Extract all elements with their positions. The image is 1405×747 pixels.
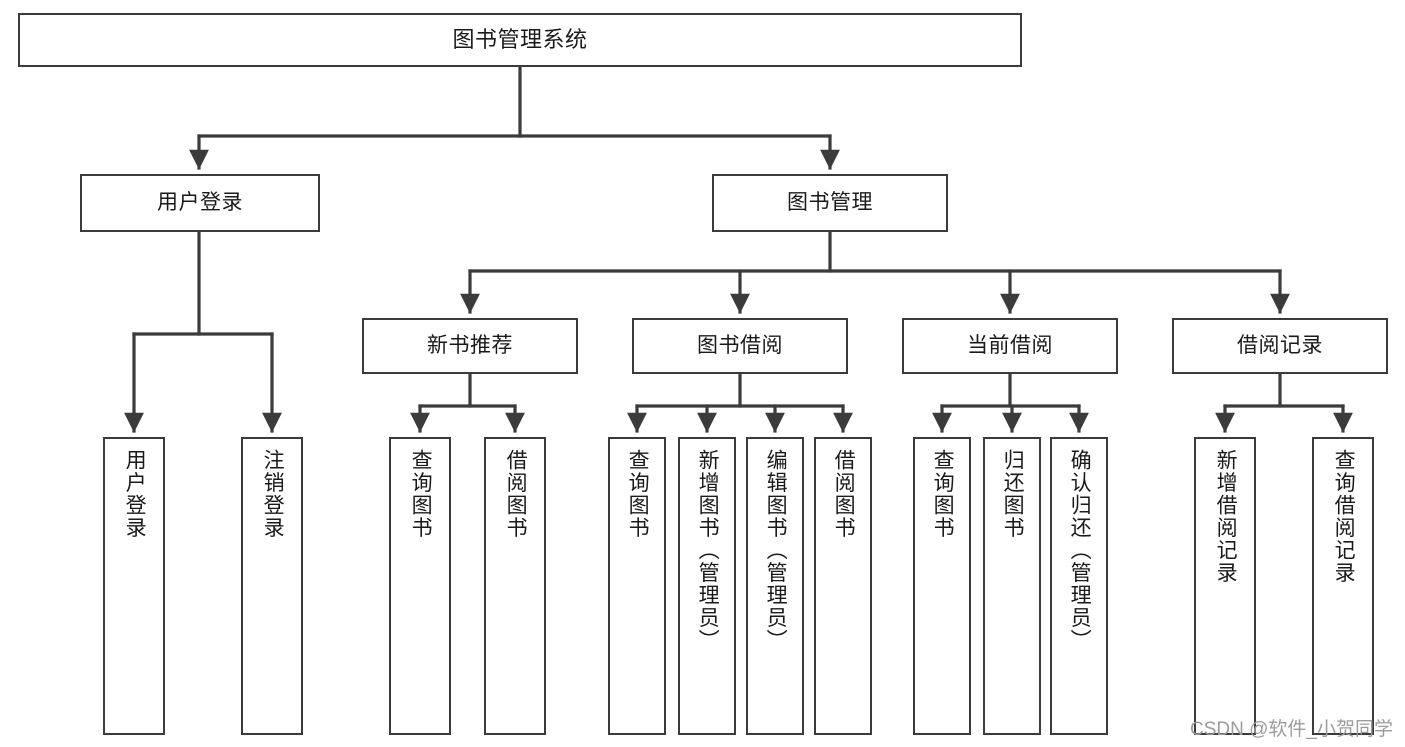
- leaf-logout[interactable]: 注销登录: [241, 437, 303, 735]
- leaf-query-book-current[interactable]: 查询图书: [913, 437, 971, 735]
- leaf-user-login[interactable]: 用户登录: [103, 437, 165, 735]
- leaf-confirm-return-admin-label: 确认归还（管理员）: [1068, 449, 1092, 652]
- leaf-query-borrow-record[interactable]: 查询借阅记录: [1312, 437, 1374, 735]
- csdn-watermark: CSDN @软件_小贺同学: [1190, 719, 1393, 740]
- node-book-borrow[interactable]: 图书借阅: [632, 318, 848, 374]
- leaf-add-book-admin[interactable]: 新增图书（管理员）: [678, 437, 736, 735]
- node-current-borrow-label: 当前借阅: [967, 333, 1053, 357]
- node-user-login[interactable]: 用户登录: [80, 174, 320, 232]
- leaf-add-borrow-record[interactable]: 新增借阅记录: [1194, 437, 1256, 735]
- node-new-book-recommend[interactable]: 新书推荐: [362, 318, 578, 374]
- node-new-book-recommend-label: 新书推荐: [427, 333, 513, 357]
- leaf-confirm-return-admin[interactable]: 确认归还（管理员）: [1050, 437, 1108, 735]
- leaf-add-borrow-record-label: 新增借阅记录: [1214, 449, 1238, 584]
- leaf-return-book-label: 归还图书: [1001, 449, 1025, 539]
- leaf-borrow-book[interactable]: 借阅图书: [814, 437, 872, 735]
- node-borrow-records[interactable]: 借阅记录: [1172, 318, 1388, 374]
- leaf-add-book-admin-label: 新增图书（管理员）: [696, 449, 720, 652]
- node-root-label: 图书管理系统: [452, 27, 588, 53]
- node-current-borrow[interactable]: 当前借阅: [902, 318, 1118, 374]
- leaf-query-borrow-record-label: 查询借阅记录: [1332, 449, 1356, 584]
- leaf-borrow-book-newbook-label: 借阅图书: [504, 449, 528, 539]
- leaf-return-book[interactable]: 归还图书: [983, 437, 1041, 735]
- node-book-management[interactable]: 图书管理: [712, 174, 948, 232]
- leaf-edit-book-admin-label: 编辑图书（管理员）: [764, 449, 788, 652]
- leaf-user-login-label: 用户登录: [123, 449, 147, 539]
- node-root[interactable]: 图书管理系统: [18, 13, 1022, 67]
- leaf-borrow-book-newbook[interactable]: 借阅图书: [484, 437, 546, 735]
- leaf-logout-label: 注销登录: [261, 449, 285, 539]
- leaf-query-book-current-label: 查询图书: [931, 449, 955, 539]
- leaf-query-book-newbook[interactable]: 查询图书: [389, 437, 451, 735]
- node-borrow-records-label: 借阅记录: [1237, 333, 1323, 357]
- node-user-login-label: 用户登录: [157, 190, 243, 214]
- leaf-borrow-book-label: 借阅图书: [832, 449, 856, 539]
- leaf-query-book-newbook-label: 查询图书: [409, 449, 433, 539]
- leaf-query-book-borrow-label: 查询图书: [626, 449, 650, 539]
- leaf-query-book-borrow[interactable]: 查询图书: [608, 437, 666, 735]
- leaf-edit-book-admin[interactable]: 编辑图书（管理员）: [746, 437, 804, 735]
- node-book-borrow-label: 图书借阅: [697, 333, 783, 357]
- node-book-management-label: 图书管理: [787, 190, 873, 214]
